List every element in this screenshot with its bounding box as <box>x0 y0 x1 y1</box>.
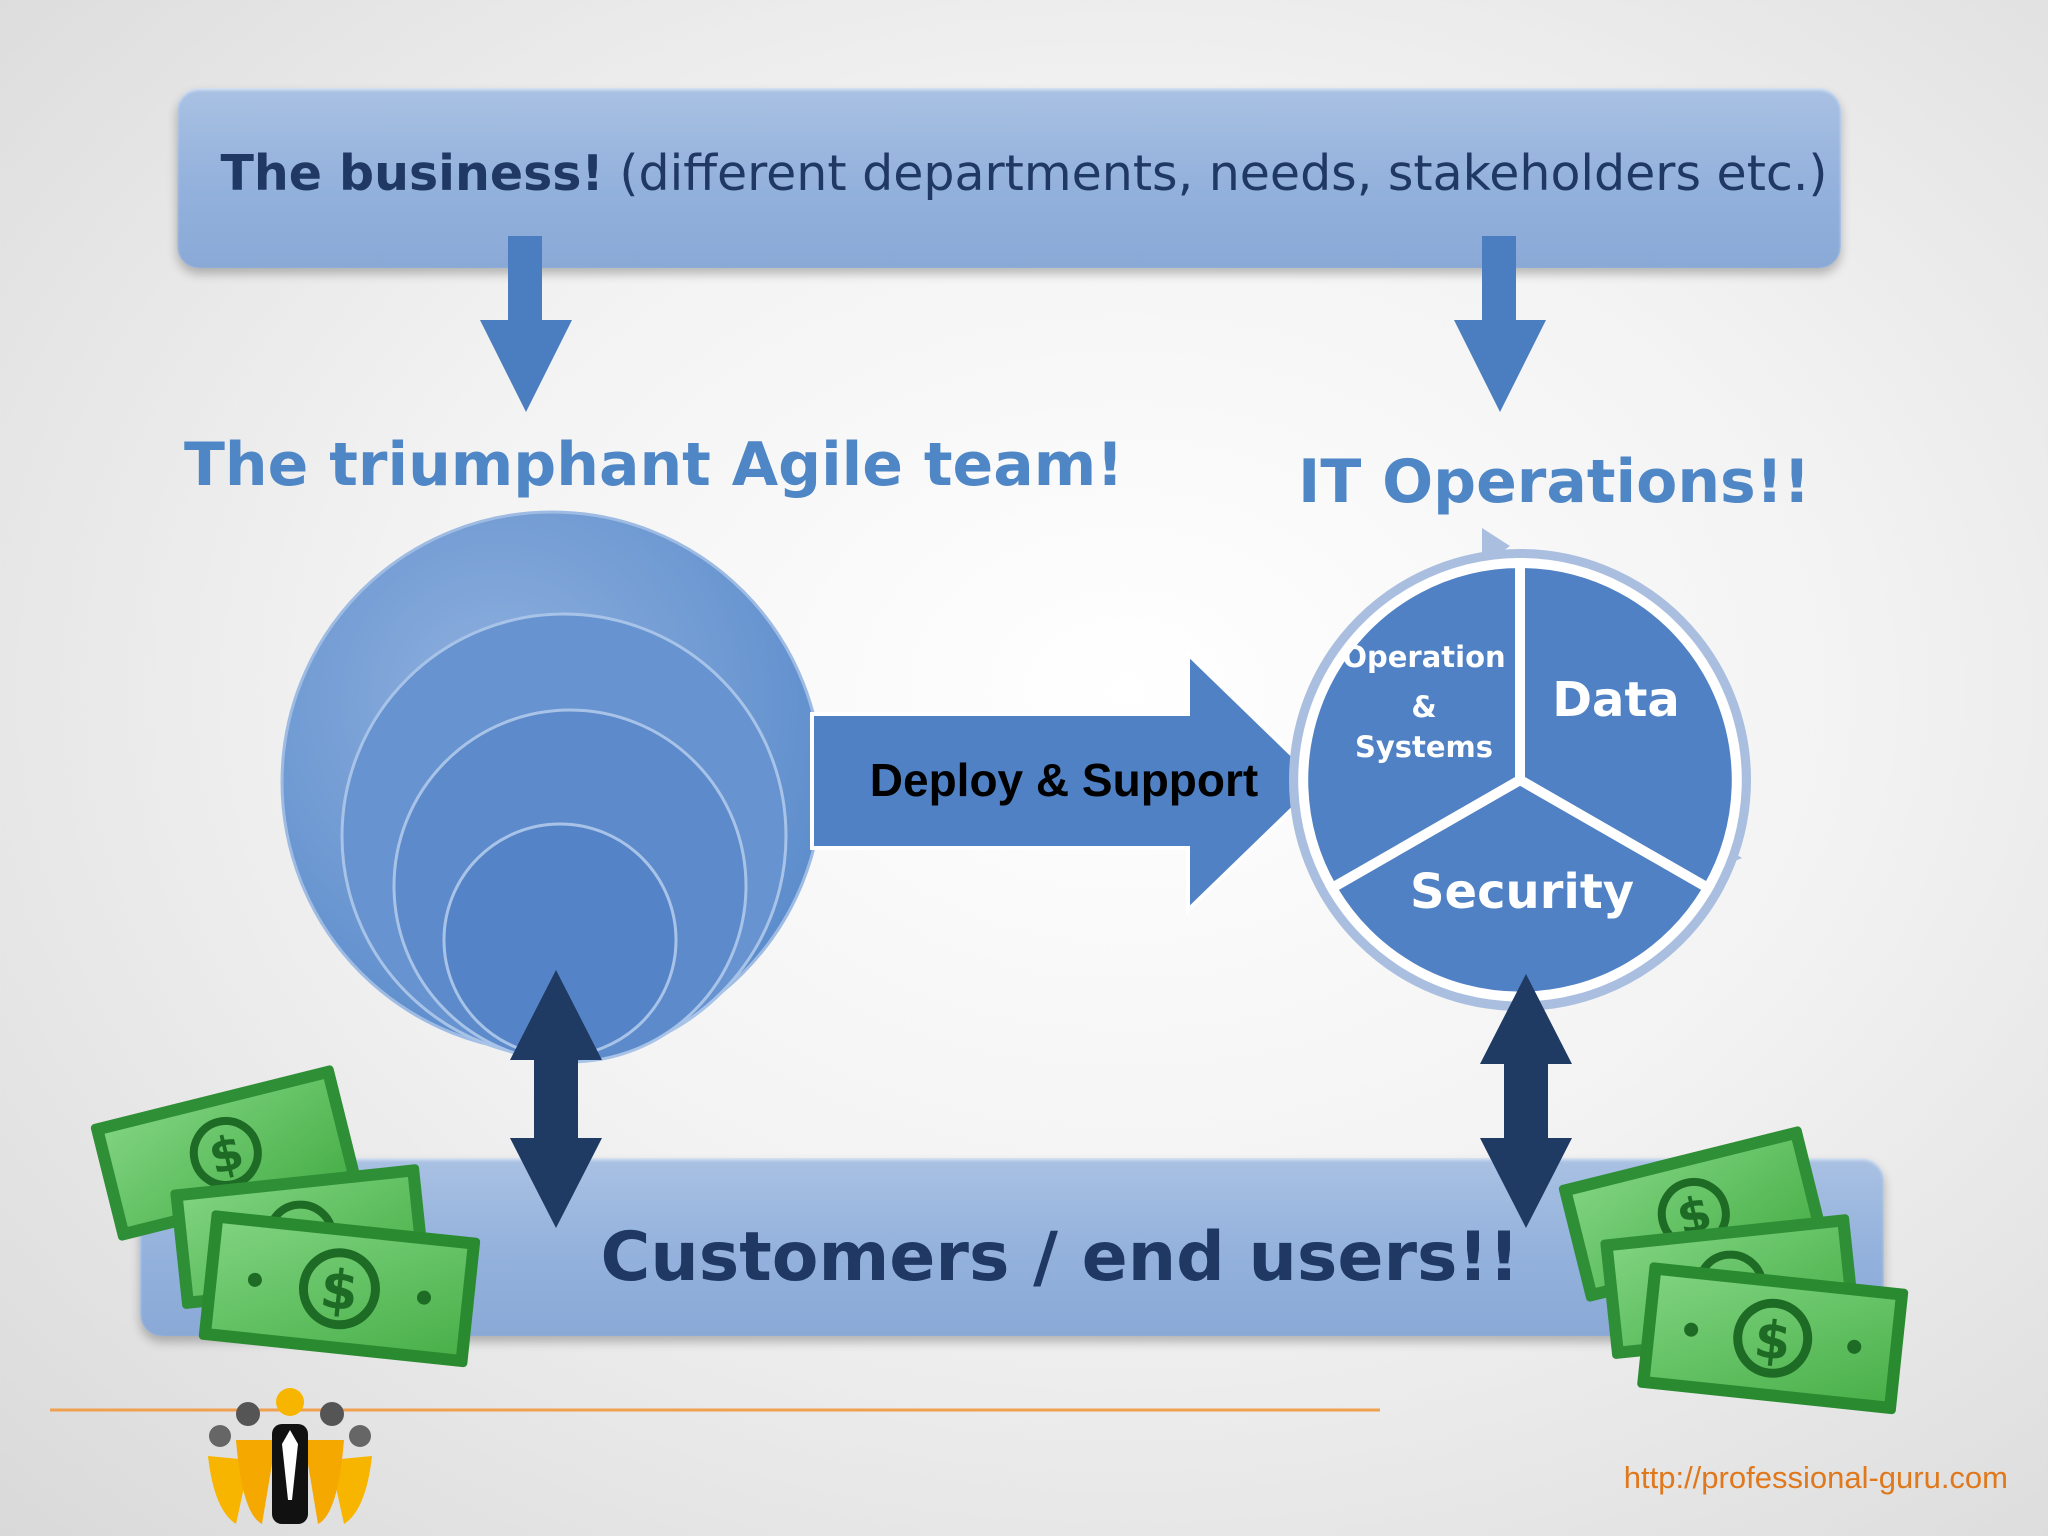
segment-security-label: Security <box>1410 864 1634 920</box>
segment-amp-label: & <box>1411 690 1436 724</box>
double-arrow-right <box>1480 974 1572 1228</box>
business-title: The business! <box>220 145 604 202</box>
agile-team-title: The triumphant Agile team! <box>184 430 1124 500</box>
business-bar-text: The business! (different departments, ne… <box>0 145 2048 202</box>
segment-systems-label: Systems <box>1355 730 1493 764</box>
double-arrow-left <box>510 970 602 1228</box>
website-url: http://professional-guru.com <box>1623 1460 2008 1495</box>
deploy-support-arrow <box>810 649 1323 915</box>
business-bar <box>177 88 1841 268</box>
segment-data-label: Data <box>1552 672 1680 728</box>
segment-operation-label: Operation <box>1342 640 1505 674</box>
money-stack-right-icon: $ $ <box>1558 1126 1909 1415</box>
agile-team-circles <box>280 510 824 1064</box>
svg-text:$: $ <box>1751 1310 1793 1373</box>
deploy-support-label: Deploy & Support <box>870 754 1258 806</box>
money-stack-left-icon: $ $ <box>90 1065 481 1368</box>
customers-title: Customers / end users!! <box>600 1218 1520 1297</box>
svg-text:$: $ <box>317 1257 361 1324</box>
business-description: (different departments, needs, stakehold… <box>603 145 1828 202</box>
it-operations-cycle <box>1289 528 1751 1011</box>
it-operations-title: IT Operations!! <box>1298 447 1811 517</box>
arrow-down-right <box>1454 236 1546 412</box>
company-logo-icon <box>208 1388 372 1524</box>
arrow-down-left <box>480 236 572 412</box>
